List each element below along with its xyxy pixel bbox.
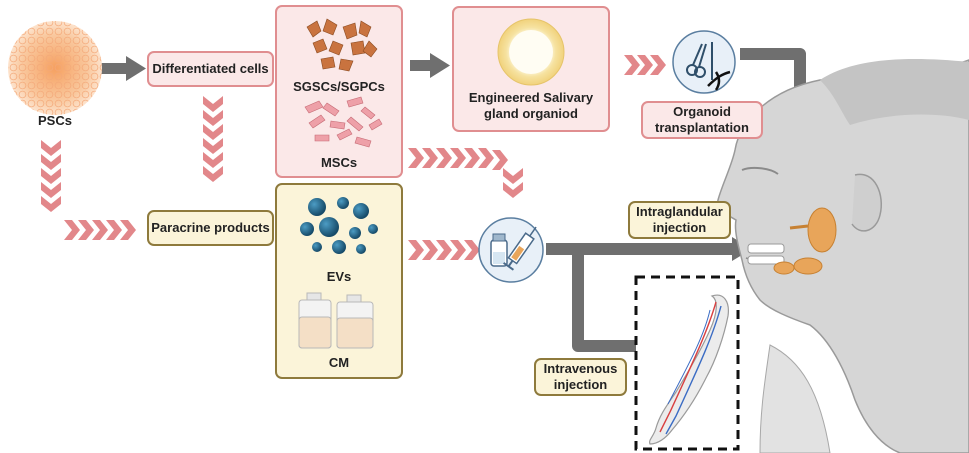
engineered-organoid-box: Engineered Salivary gland organiod bbox=[452, 6, 610, 132]
differentiated-cells-label: Differentiated cells bbox=[152, 61, 269, 76]
salivary-gland-icon bbox=[773, 207, 837, 275]
paracrine-products-box: Paracrine products bbox=[147, 210, 274, 246]
differentiated-cells-box: Differentiated cells bbox=[147, 51, 274, 87]
pscs-label: PSCs bbox=[38, 113, 72, 128]
cell-clusters-icon bbox=[304, 18, 383, 148]
organoid-icon bbox=[497, 18, 565, 86]
cm-label: CM bbox=[328, 355, 350, 370]
chevrons bbox=[41, 55, 666, 260]
evs-cm-box: EVs CM bbox=[275, 183, 403, 379]
organoid-transplantation-label: Organoid transplantation bbox=[655, 104, 749, 135]
psc-cluster-icon bbox=[8, 21, 102, 115]
arm-illustration bbox=[634, 275, 740, 451]
mscs-label: MSCs bbox=[320, 155, 358, 170]
sgscs-sgpcs-label: SGSCs/SGPCs bbox=[293, 79, 385, 94]
patient-face-illustration bbox=[717, 59, 969, 453]
intraglandular-injection-label: Intraglandular injection bbox=[636, 204, 723, 235]
organoid-transplantation-box: Organoid transplantation bbox=[641, 101, 763, 139]
intravenous-injection-box: Intravenous injection bbox=[534, 358, 627, 396]
syringe-vial-icon bbox=[478, 217, 544, 283]
surgical-tools-icon bbox=[672, 30, 736, 94]
intravenous-injection-label: Intravenous injection bbox=[543, 361, 618, 392]
evs-label: EVs bbox=[326, 269, 352, 284]
paracrine-products-label: Paracrine products bbox=[151, 220, 270, 235]
intraglandular-injection-box: Intraglandular injection bbox=[628, 201, 731, 239]
engineered-organoid-label: Engineered Salivary gland organiod bbox=[468, 90, 594, 121]
ev-particles-icon bbox=[298, 197, 378, 349]
culture-bottles-icon bbox=[298, 292, 374, 349]
sgsc-msc-box: SGSCs/SGPCs MSCs bbox=[275, 5, 403, 178]
